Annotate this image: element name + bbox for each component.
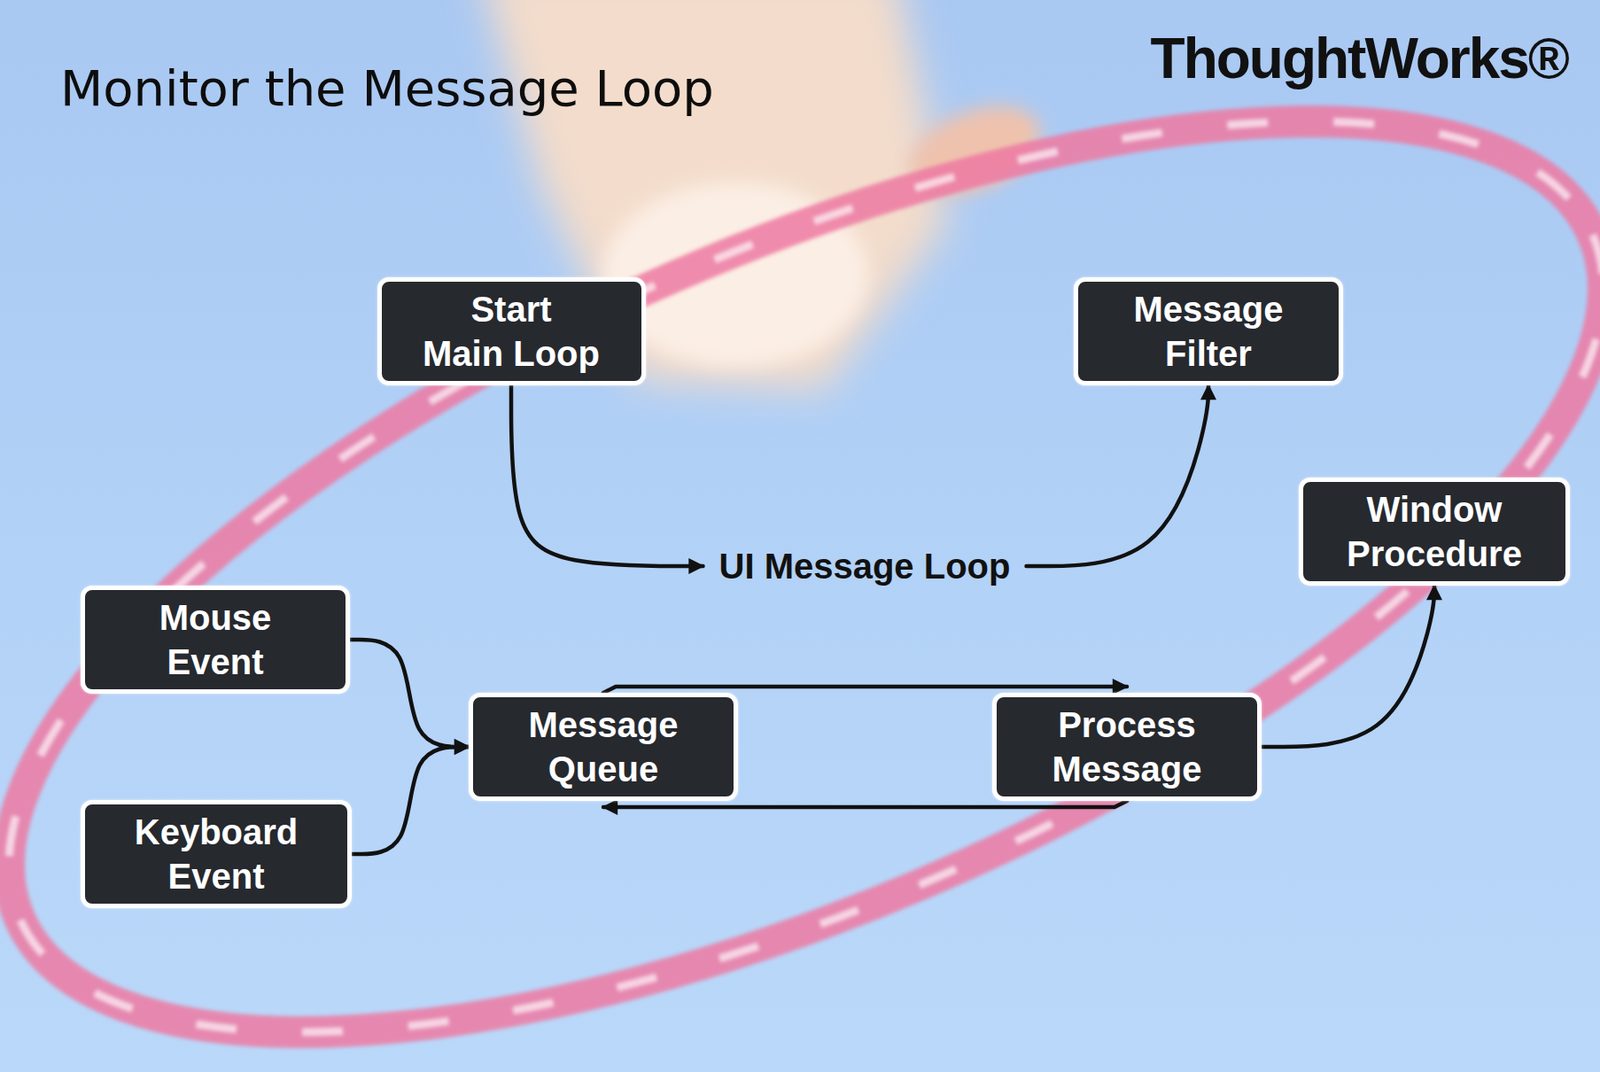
box-text: Message Queue <box>528 702 679 792</box>
process-box: Mouse Event <box>80 585 350 694</box>
flow-arrow <box>1261 585 1435 747</box>
flow-arrow <box>349 639 469 747</box>
box-text: Message Filter <box>1133 287 1284 376</box>
flow-arrow <box>511 385 704 567</box>
loop-label-node: UI Message Loop <box>715 542 1015 591</box>
text-line: Process <box>1052 702 1203 747</box>
text-line: Filter <box>1133 331 1284 376</box>
text-line: Event <box>134 854 299 899</box>
text-line: Event <box>159 639 272 684</box>
text-line: Keyboard <box>134 809 299 855</box>
flow-arrow <box>603 800 1127 808</box>
process-box: Keyboard Event <box>80 800 352 909</box>
text-line: Procedure <box>1346 531 1523 576</box>
slide-title: Monitor the Message Loop <box>60 58 715 118</box>
company-logo: ThoughtWorks® <box>1150 24 1569 94</box>
text-line: Main Loop <box>422 331 600 376</box>
process-box: Process Message <box>992 692 1262 801</box>
box-text: Mouse Event <box>159 595 272 684</box>
box-text: Start Main Loop <box>422 287 600 376</box>
text-line: Mouse <box>159 595 272 640</box>
box-text: Process Message <box>1052 702 1203 792</box>
text-line: Message <box>528 702 679 747</box>
flow-arrow <box>603 686 1127 693</box>
text-line: Message <box>1133 287 1284 332</box>
box-text: Window Procedure <box>1346 487 1523 576</box>
process-box: Window Procedure <box>1298 477 1570 586</box>
flow-arrow <box>351 746 469 855</box>
text-line: Queue <box>528 746 679 792</box>
flow-arrow <box>1026 385 1210 567</box>
box-text: UI Message Loop <box>719 543 1011 589</box>
box-text: Keyboard Event <box>134 809 299 899</box>
process-box: Message Filter <box>1073 277 1344 386</box>
process-box: Start Main Loop <box>377 277 646 386</box>
text-line: Message <box>1052 746 1203 792</box>
text-line: Window <box>1346 487 1523 532</box>
process-box: Message Queue <box>468 692 738 801</box>
text-line: Start <box>422 287 600 332</box>
